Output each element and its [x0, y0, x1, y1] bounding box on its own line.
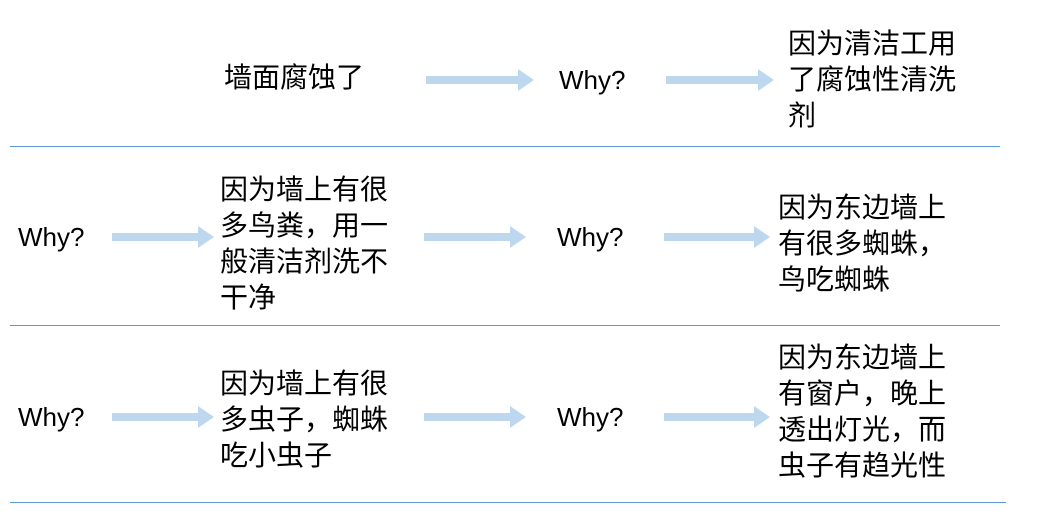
row2-arrow-3 [664, 226, 770, 248]
row3-start-why-label: Why? [18, 402, 85, 432]
row3-why-label: Why? [557, 402, 624, 432]
row3-arrow-3 [664, 406, 770, 428]
divider-1 [10, 146, 1000, 147]
row3-arrow-1 [112, 406, 214, 428]
row1-arrow-1 [426, 69, 534, 91]
row1-why-label: Why? [559, 65, 626, 95]
row2-arrow-1 [112, 226, 214, 248]
divider-3 [10, 502, 1006, 503]
row2-why-label: Why? [557, 222, 624, 252]
row3-arrow-2 [424, 406, 526, 428]
row3-result-text: 因为东边墙上 有窗户，晚上 透出灯光，而 虫子有趋光性 [778, 341, 947, 482]
row1-arrow-2 [666, 69, 774, 91]
row2-cause-text: 因为墙上有很 多鸟粪，用一 般清洁剂洗不 干净 [220, 173, 389, 314]
row1-cause-text: 墙面腐蚀了 [224, 61, 365, 94]
divider-2 [10, 325, 1000, 326]
row2-arrow-2 [424, 226, 526, 248]
row3-cause-text: 因为墙上有很 多虫子，蜘蛛 吃小虫子 [220, 367, 389, 472]
row2-start-why-label: Why? [18, 222, 85, 252]
row1-result-text: 因为清洁工用 了腐蚀性清洗 剂 [788, 27, 957, 132]
row2-result-text: 因为东边墙上 有很多蜘蛛， 鸟吃蜘蛛 [778, 191, 947, 296]
